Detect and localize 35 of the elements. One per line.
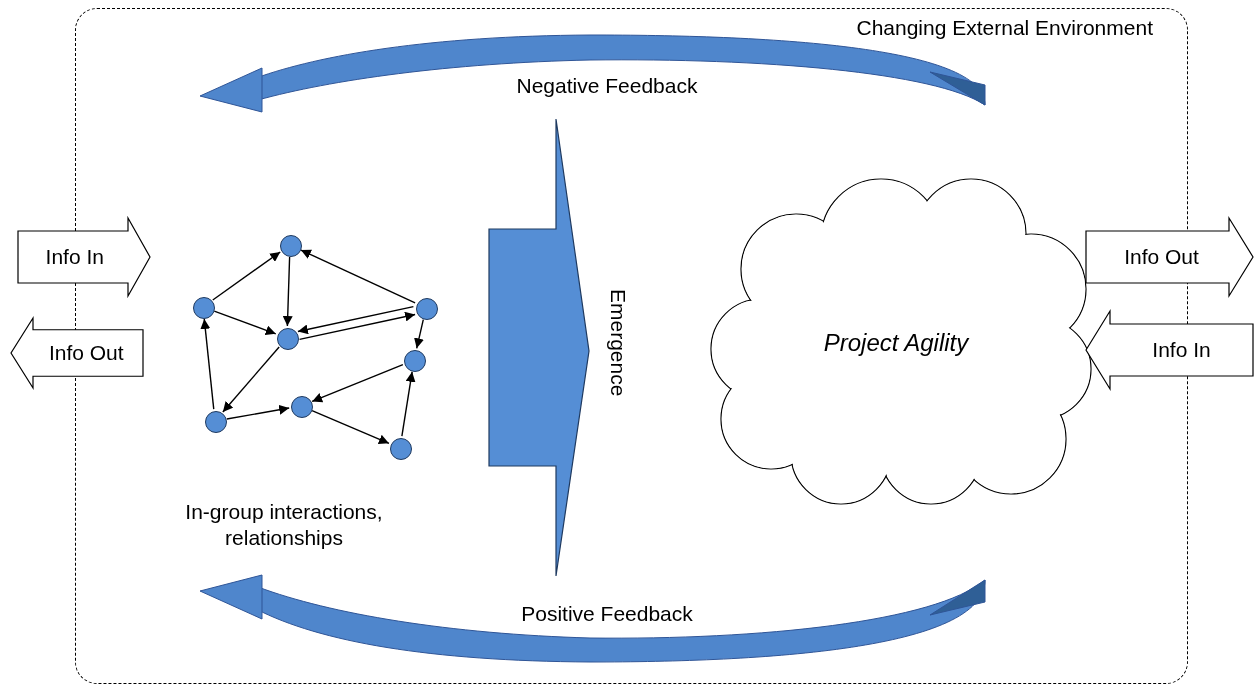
circle-node xyxy=(205,411,227,433)
arrow xyxy=(282,256,293,327)
arrow xyxy=(311,410,390,444)
arrow xyxy=(297,305,415,335)
edge-label: Info In xyxy=(1151,338,1212,362)
block-arrow xyxy=(11,318,143,388)
arrow xyxy=(212,251,281,301)
arrow xyxy=(298,311,416,341)
label-text: Positive Feedback xyxy=(520,601,694,627)
arrow xyxy=(300,249,416,304)
circle-node xyxy=(280,235,302,257)
block-arrow xyxy=(18,218,150,296)
arrow xyxy=(226,404,290,420)
edge-label: Info Out xyxy=(1123,245,1200,269)
circle-node xyxy=(193,297,215,319)
block-arrow xyxy=(1085,308,1254,392)
arrow xyxy=(200,318,215,410)
label-text: In-group interactions, relationships xyxy=(184,499,384,551)
label-text: Negative Feedback xyxy=(515,73,699,99)
circle-node xyxy=(416,298,438,320)
circle-node xyxy=(390,438,412,460)
circle-node xyxy=(404,350,426,372)
arrow xyxy=(222,346,280,413)
arrow xyxy=(414,319,424,349)
frame-title: Changing External Environment xyxy=(856,16,1153,40)
block-arrow xyxy=(1085,215,1254,299)
arrow-label: Info Out xyxy=(48,341,124,365)
cloud-label: Project Agility xyxy=(823,328,969,357)
arrow xyxy=(311,363,404,403)
circle-node xyxy=(291,396,313,418)
emergence-label: Emergence xyxy=(606,289,630,397)
arrow xyxy=(401,371,416,437)
circle-node xyxy=(277,328,299,350)
arrow xyxy=(213,310,277,336)
arrow-label: Info In xyxy=(45,245,104,269)
